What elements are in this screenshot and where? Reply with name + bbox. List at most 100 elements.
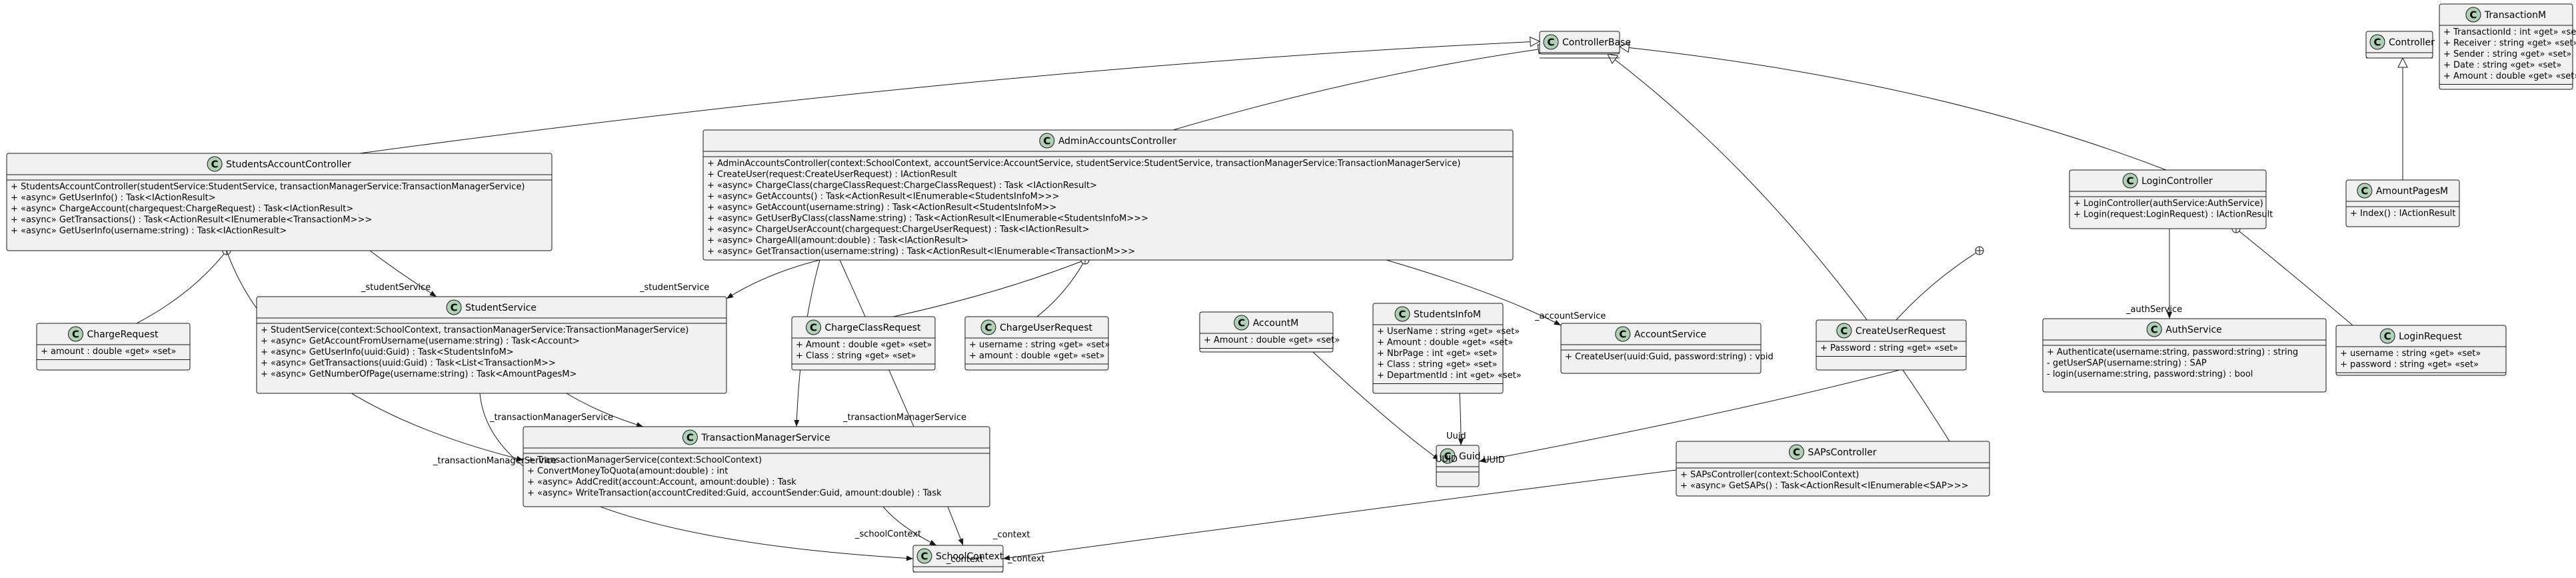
inheritance-edge: [1172, 47, 1548, 131]
relation-label: _transactionManagerService: [433, 456, 557, 466]
class-member: + AdminAccountsController(context:School…: [707, 159, 1460, 169]
inheritance-arrowhead: [1530, 36, 1541, 47]
class-member: + CreateUser(uuid:Guid, password:string)…: [1565, 352, 1774, 362]
class-name: StudentsAccountController: [226, 159, 351, 170]
association-edge: [566, 393, 644, 427]
class-stereotype-icon: [2369, 34, 2385, 50]
class-stereotype-icon: [1615, 326, 1631, 342]
class-member: + Amount : double «get» «set»: [1204, 335, 1340, 345]
class-stereotype-letter: C: [451, 302, 458, 314]
class-member: + Amount : double «get» «set»: [2443, 71, 2576, 81]
class-member: + Class : string «get» «set»: [796, 351, 916, 361]
relation-label: Uuid: [1446, 431, 1466, 441]
class-name: LoginRequest: [2399, 331, 2462, 342]
class-stereotype-letter: C: [920, 551, 928, 563]
class-member: + Password : string «get» «set»: [1820, 343, 1958, 353]
class-stereotype-letter: C: [2151, 324, 2158, 336]
class-name: Guid: [1459, 451, 1481, 462]
class-name: ChargeRequest: [87, 329, 159, 340]
class-stereotype-letter: C: [1444, 451, 1451, 463]
association-arrowhead: [929, 539, 936, 545]
class-name: SAPsController: [1808, 447, 1876, 458]
class-stereotype-letter: C: [1399, 309, 1406, 321]
class-name: SchoolContext: [936, 551, 1004, 562]
class-member: + «async» ChargeUserAccount(chargequest:…: [707, 225, 1090, 235]
association-edge: [1386, 259, 1562, 326]
association-edge: [726, 259, 820, 299]
class-member: + «async» GetAccountFromUsername(usernam…: [261, 337, 580, 347]
class-frame: [1199, 311, 1334, 353]
inheritance-arrowhead: [2397, 57, 2408, 68]
class-member: + TransactionManagerService(context:Scho…: [527, 455, 762, 465]
class-stereotype-icon: [916, 548, 932, 564]
class-member: + «async» ChargeClass(chargeClassRequest…: [707, 181, 1097, 191]
class-member: + «async» GetTransaction(username:string…: [707, 247, 1135, 257]
class-member: + SAPsController(context:SchoolContext): [1680, 470, 1859, 480]
class-member: + Class : string «get» «set»: [1377, 360, 1497, 370]
class-name: AdminAccountsController: [1058, 136, 1177, 147]
relation-labels: _studentService_studentService_accountSe…: [361, 283, 2182, 565]
class-member: + CreateUser(request:CreateUserRequest) …: [707, 170, 957, 180]
association-edge: [369, 250, 437, 297]
class-member: + «async» GetNumberOfPage(username:strin…: [261, 369, 577, 379]
association-arrowhead: [516, 455, 523, 461]
association-arrowhead: [1458, 439, 1464, 445]
association-edge: [1478, 369, 1900, 462]
class-member: + Amount : double «get» «set»: [796, 340, 932, 350]
association-edge: [1002, 469, 1677, 559]
class-member: + amount : double «get» «set»: [41, 347, 176, 357]
class-stereotype-letter: C: [211, 159, 219, 171]
class-stereotype-icon: [980, 319, 996, 335]
class-school-context[interactable]: C SchoolContext: [912, 545, 1004, 573]
class-stereotype-icon: [1836, 323, 1852, 339]
class-stereotype-letter: C: [686, 432, 694, 444]
class-stereotype-icon: [1234, 315, 1250, 331]
association-edge: [1312, 351, 1440, 461]
class-auth-service[interactable]: C AuthService + Authenticate(username:stri…: [2042, 318, 2327, 393]
association-edge: [882, 506, 937, 546]
class-stereotype-icon: [2146, 321, 2162, 337]
association-arrowhead: [726, 293, 734, 299]
class-stereotype-letter: C: [1238, 317, 1245, 329]
nesting-edge: [1896, 250, 1980, 321]
class-member: - getUserSAP(username:string) : SAP: [2047, 359, 2207, 369]
class-member: + Sender : string «get» «set»: [2443, 49, 2571, 59]
class-stereotype-letter: C: [2373, 37, 2381, 49]
inheritance-arrowhead: [1607, 53, 1619, 64]
class-stereotype-letter: C: [2469, 9, 2477, 21]
class-name: AuthService: [2165, 325, 2222, 335]
class-member: + StudentService(context:SchoolContext, …: [261, 325, 688, 335]
class-stereotype-icon: [1440, 448, 1456, 464]
relation-label: UUID: [1483, 455, 1505, 465]
class-member: + DepartmentId : int «get» «set»: [1377, 371, 1522, 381]
class-member: + «async» ChargeAll(amount:double) : Tas…: [707, 236, 968, 246]
association-arrowhead: [1003, 555, 1010, 561]
class-name: StudentsInfoM: [1414, 309, 1481, 320]
class-member: + Authenticate(username:string, password…: [2047, 347, 2298, 357]
class-name: ChargeClassRequest: [825, 323, 921, 333]
class-frame: [1372, 303, 1504, 394]
class-stereotype-icon: [2465, 7, 2481, 23]
class-guid[interactable]: C Guid: [1436, 445, 1481, 487]
inheritance-edge: [359, 41, 1540, 154]
